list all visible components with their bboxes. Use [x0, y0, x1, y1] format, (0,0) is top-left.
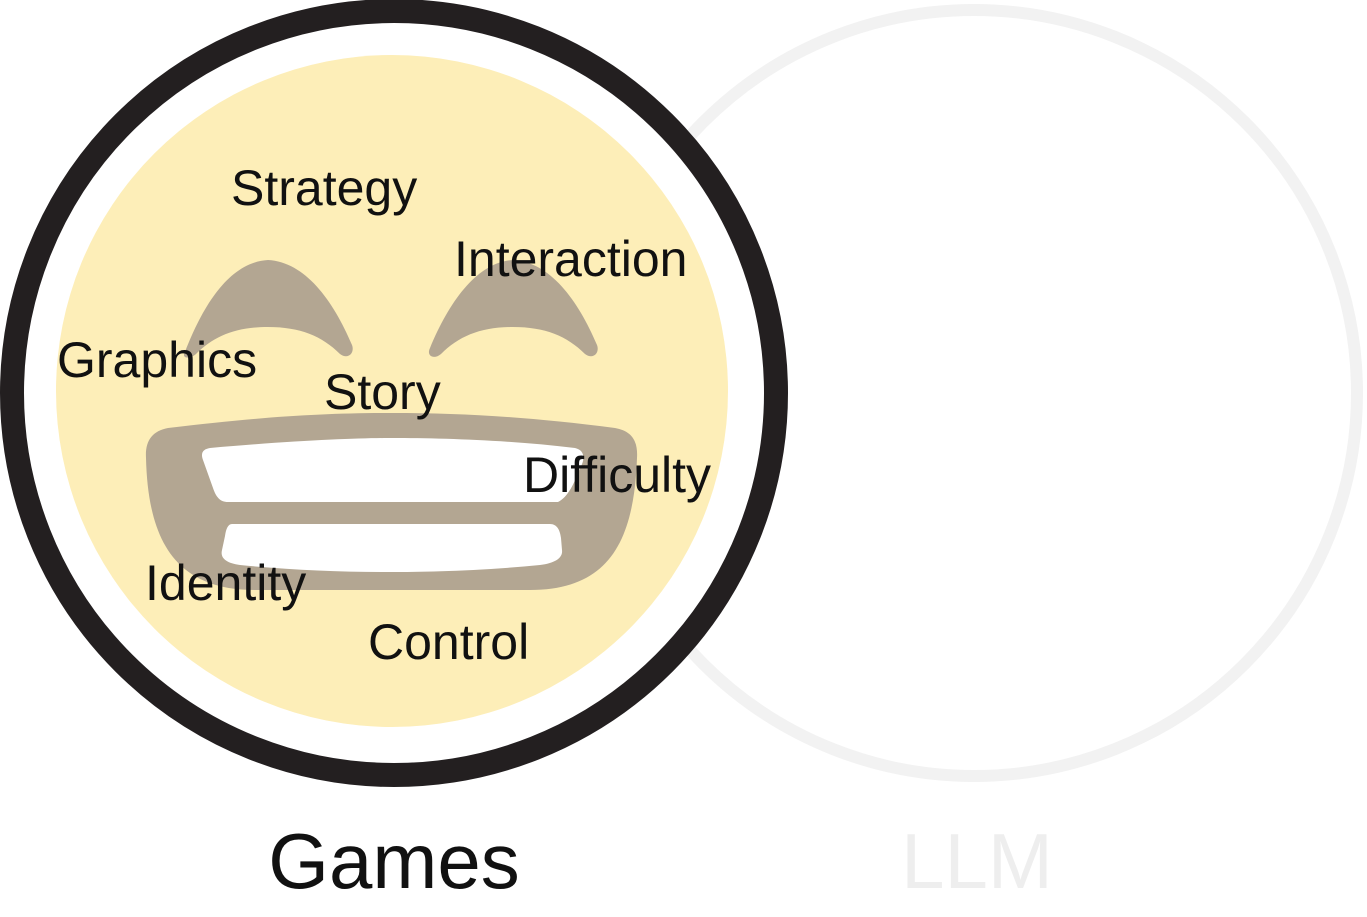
left-eye [183, 260, 353, 358]
item-story: Story [324, 364, 441, 420]
grinning-face-icon [145, 260, 638, 590]
item-strategy: Strategy [231, 160, 417, 216]
upper-teeth [201, 438, 584, 502]
games-circle [0, 0, 788, 787]
item-control: Control [368, 614, 529, 670]
item-difficulty: Difficulty [523, 447, 711, 503]
right-eye [428, 260, 598, 357]
lower-teeth [221, 524, 563, 572]
item-identity: Identity [145, 555, 306, 611]
item-interaction: Interaction [454, 231, 687, 287]
games-title: Games [268, 817, 519, 905]
item-graphics: Graphics [57, 332, 257, 388]
llm-title: LLM [901, 817, 1053, 905]
